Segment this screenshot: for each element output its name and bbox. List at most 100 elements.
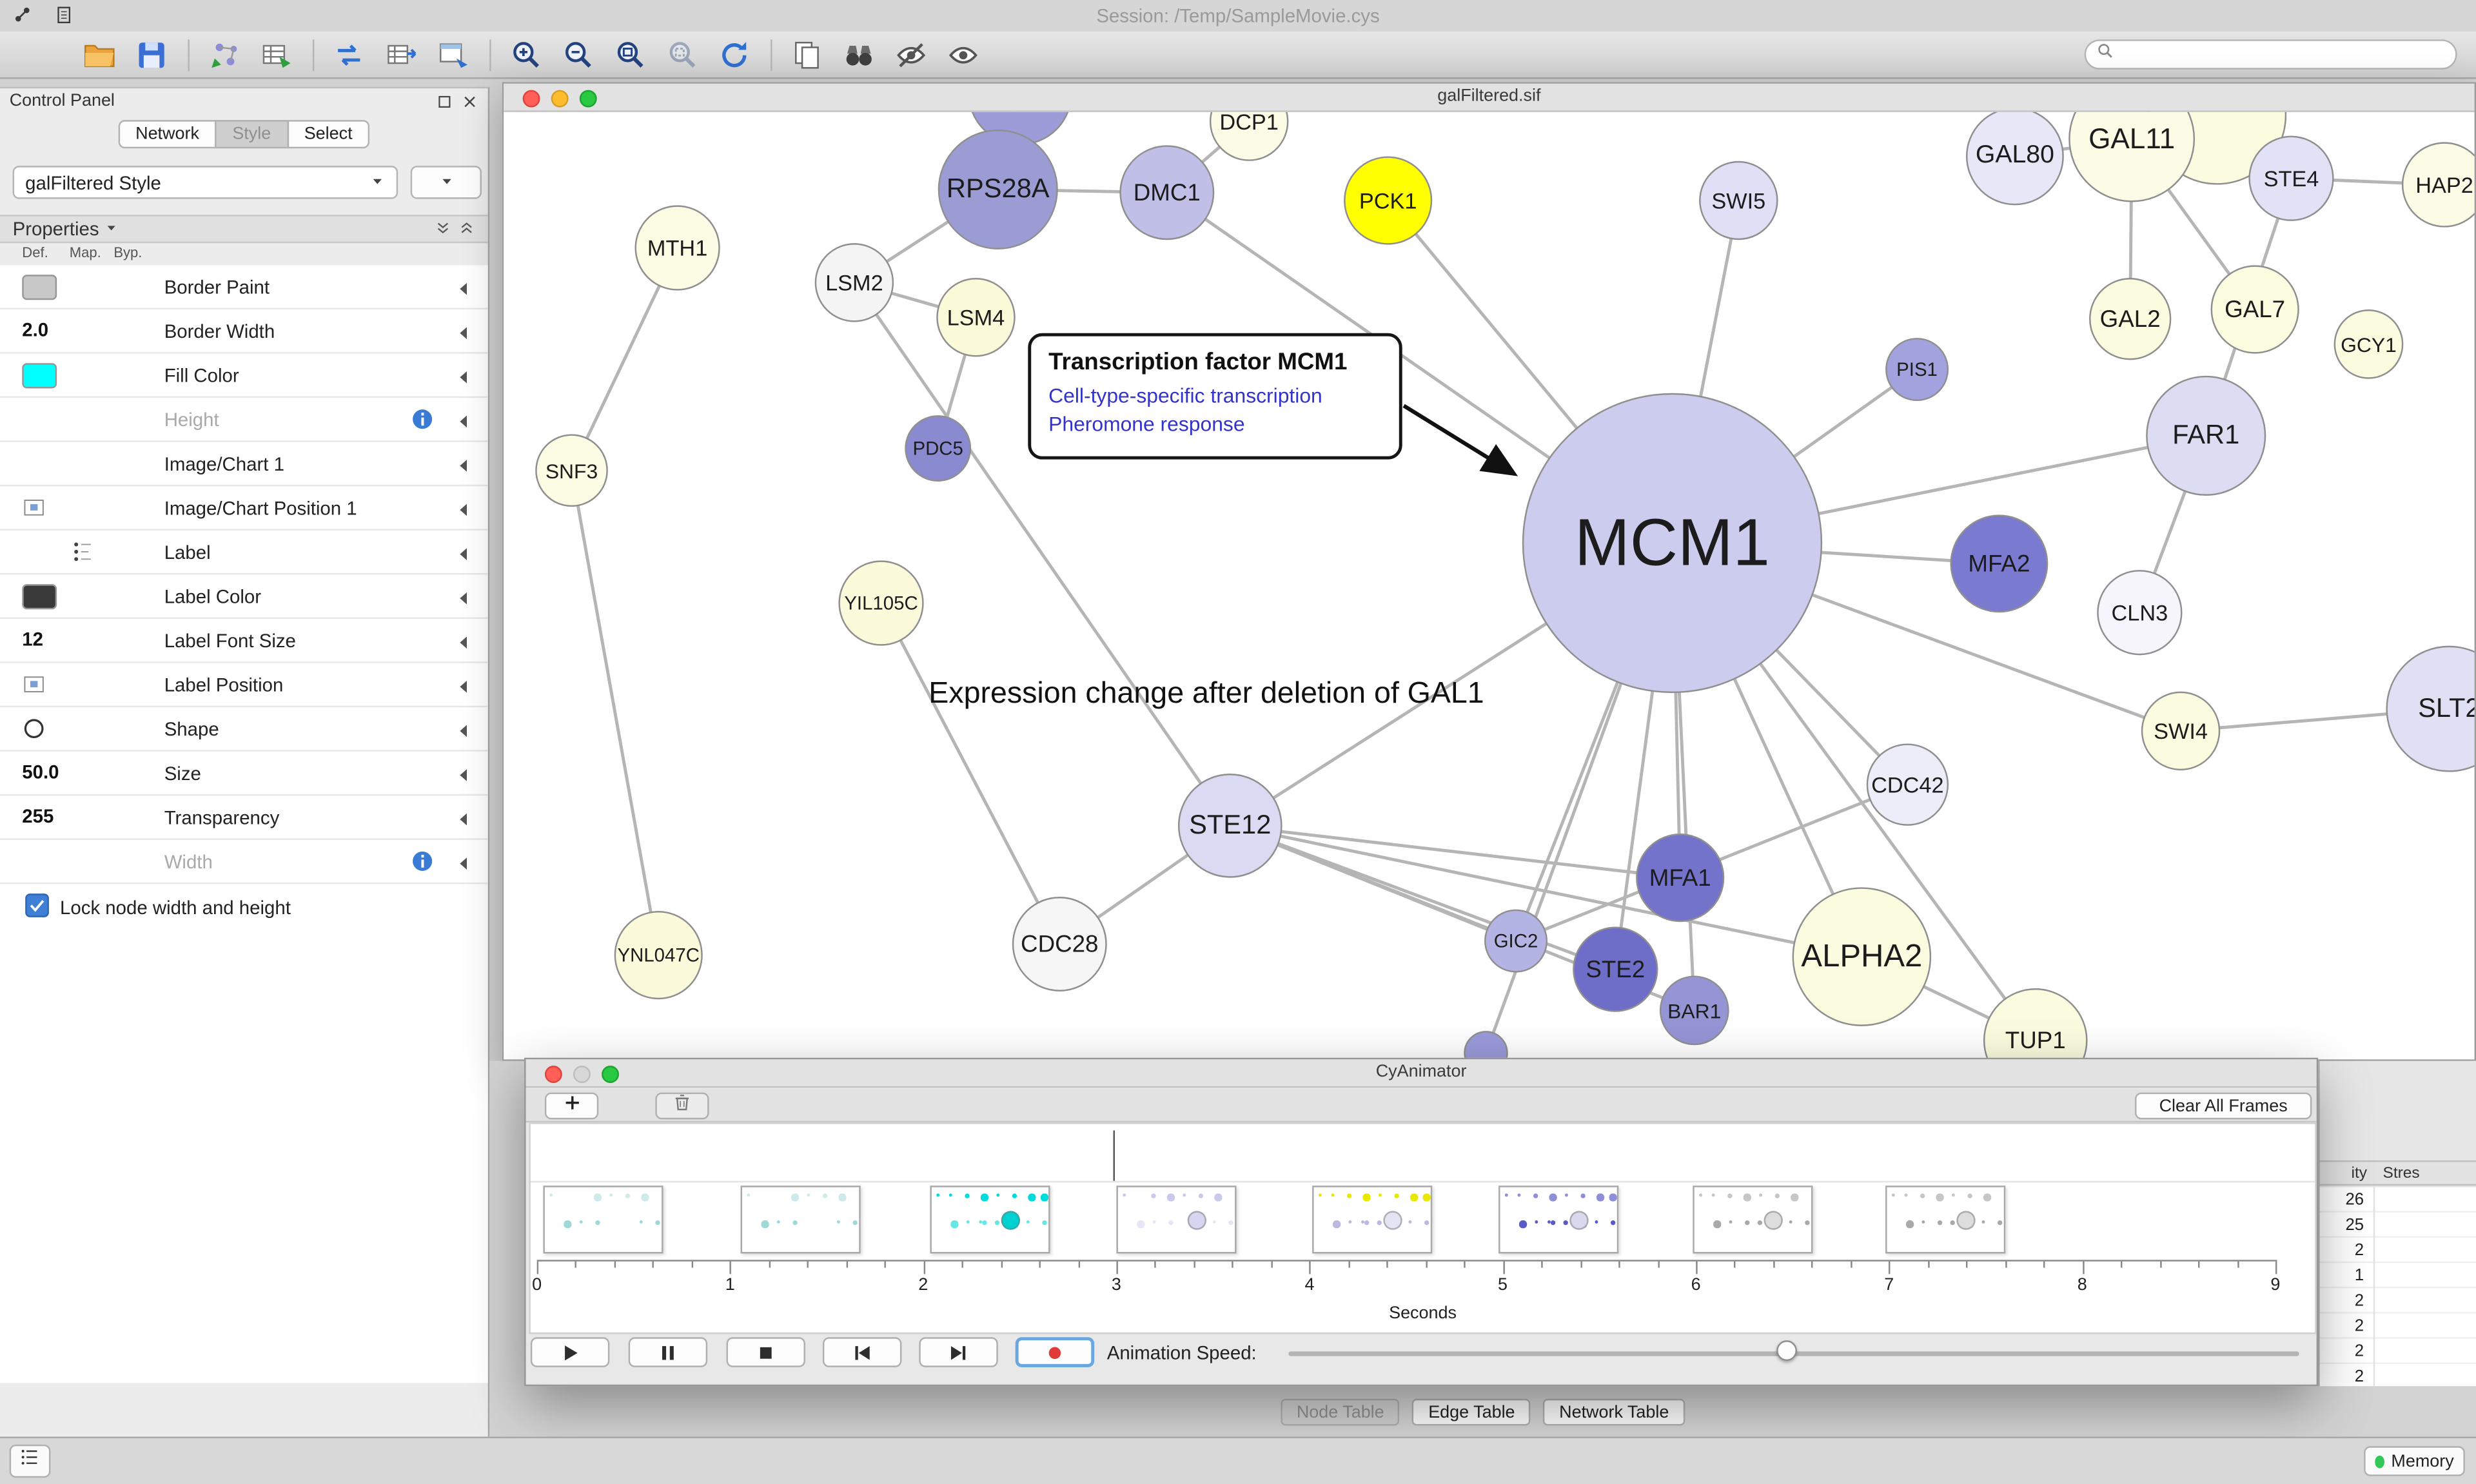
export-table-button[interactable] xyxy=(380,34,422,75)
property-row-image-chart-position-1[interactable]: Image/Chart Position 1 xyxy=(0,486,488,531)
node-rps28a[interactable]: RPS28A xyxy=(938,129,1058,249)
memory-button[interactable]: Memory xyxy=(2364,1446,2465,1476)
node-snf3[interactable]: SNF3 xyxy=(535,434,608,507)
zoom-window-button[interactable] xyxy=(579,90,597,108)
close-window-button[interactable] xyxy=(522,90,540,108)
node-cdc28[interactable]: CDC28 xyxy=(1012,897,1107,991)
property-row-fill-color[interactable]: Fill Color xyxy=(0,354,488,398)
hide-selected-button[interactable] xyxy=(890,34,932,75)
edge-ste12-mfa1[interactable] xyxy=(1230,824,1680,880)
lock-size-checkbox[interactable] xyxy=(25,893,49,917)
table-row[interactable]: 2 xyxy=(2319,1238,2476,1264)
swap-network-button[interactable] xyxy=(328,34,369,75)
add-frame-button[interactable] xyxy=(544,1092,599,1120)
frame-thumbnail-8[interactable] xyxy=(1885,1186,2006,1254)
edge-snf3-ynl047c[interactable] xyxy=(570,470,660,956)
property-row-label-position[interactable]: Label Position xyxy=(0,663,488,708)
zoom-in-button[interactable] xyxy=(506,34,547,75)
node-gic2[interactable]: GIC2 xyxy=(1484,909,1548,973)
position-icon[interactable] xyxy=(21,671,48,706)
property-row-width[interactable]: Width xyxy=(0,840,488,884)
search-box[interactable] xyxy=(2084,39,2457,70)
expand-row-icon[interactable] xyxy=(455,499,473,527)
info-icon[interactable] xyxy=(411,407,435,439)
tab-network-table[interactable]: Network Table xyxy=(1543,1398,1685,1426)
expand-row-icon[interactable] xyxy=(455,543,473,571)
node-mth1[interactable]: MTH1 xyxy=(634,205,720,291)
zoom-window-button[interactable] xyxy=(602,1066,620,1084)
default-value-swatch[interactable] xyxy=(22,363,57,389)
frame-thumbnail-4[interactable] xyxy=(1116,1186,1237,1254)
clear-all-frames-button[interactable]: Clear All Frames xyxy=(2135,1092,2312,1120)
expand-row-icon[interactable] xyxy=(455,764,473,792)
style-options-button[interactable] xyxy=(410,166,482,199)
node-gal80[interactable]: GAL80 xyxy=(1965,112,2064,206)
export-network-button[interactable] xyxy=(433,34,474,75)
table-row[interactable]: 26 xyxy=(2319,1187,2476,1213)
node-alpha2[interactable]: ALPHA2 xyxy=(1792,887,1932,1026)
table-row[interactable]: 2 xyxy=(2319,1314,2476,1339)
default-value[interactable]: 2.0 xyxy=(22,318,49,341)
node-far1[interactable]: FAR1 xyxy=(2146,375,2266,496)
edge-lsm2-ste12[interactable] xyxy=(852,281,1232,827)
expand-row-icon[interactable] xyxy=(455,852,473,881)
tab-style[interactable]: Style xyxy=(215,120,289,149)
expand-row-icon[interactable] xyxy=(455,676,473,704)
property-row-height[interactable]: Height xyxy=(0,398,488,442)
minimize-window-button[interactable] xyxy=(551,90,569,108)
table-row[interactable]: 2 xyxy=(2319,1339,2476,1364)
expand-row-icon[interactable] xyxy=(455,720,473,748)
delete-frame-button[interactable] xyxy=(655,1092,709,1120)
table-row[interactable]: 2 xyxy=(2319,1288,2476,1314)
collapse-all-icon[interactable] xyxy=(434,219,451,241)
frame-thumbnail-2[interactable] xyxy=(740,1186,861,1254)
edge-yil105c-cdc28[interactable] xyxy=(879,602,1061,945)
default-value[interactable]: 12 xyxy=(22,628,44,650)
mapping-icon[interactable] xyxy=(70,538,97,573)
search-input[interactable] xyxy=(2116,43,2446,66)
next-frame-button[interactable] xyxy=(919,1337,998,1367)
save-session-button[interactable] xyxy=(131,34,172,75)
zoom-fit-button[interactable] xyxy=(609,34,651,75)
position-icon[interactable] xyxy=(21,494,48,529)
node-ste4[interactable]: STE4 xyxy=(2248,135,2334,221)
minimize-window-button[interactable] xyxy=(573,1066,591,1084)
node-mcm1[interactable]: MCM1 xyxy=(1522,393,1823,694)
node-bar1[interactable]: BAR1 xyxy=(1659,975,1729,1046)
annotation-link[interactable]: Pheromone response xyxy=(1048,412,1245,436)
default-value-swatch[interactable] xyxy=(22,275,57,300)
expand-row-icon[interactable] xyxy=(455,632,473,660)
node-gal2[interactable]: GAL2 xyxy=(2089,278,2172,360)
node-gal7[interactable]: GAL7 xyxy=(2210,265,2299,354)
node-pdc5[interactable]: PDC5 xyxy=(905,415,972,482)
first-neighbors-button[interactable] xyxy=(838,34,879,75)
close-panel-icon[interactable] xyxy=(461,93,478,115)
tab-edge-table[interactable]: Edge Table xyxy=(1412,1398,1531,1426)
play-button[interactable] xyxy=(530,1337,610,1367)
expand-all-icon[interactable] xyxy=(458,219,475,241)
table-row[interactable]: 1 xyxy=(2319,1263,2476,1289)
close-window-button[interactable] xyxy=(544,1066,562,1084)
expand-row-icon[interactable] xyxy=(455,366,473,395)
style-selector[interactable]: galFiltered Style xyxy=(12,166,398,199)
annotation-link[interactable]: Cell-type-specific transcription xyxy=(1048,384,1322,407)
frame-thumbnail-6[interactable] xyxy=(1498,1186,1619,1254)
node-hap2[interactable]: HAP2 xyxy=(2401,142,2475,228)
animation-speed-thumb[interactable] xyxy=(1776,1340,1797,1362)
expand-row-icon[interactable] xyxy=(455,587,473,616)
import-network-button[interactable] xyxy=(204,34,245,75)
expand-row-icon[interactable] xyxy=(455,454,473,483)
open-session-button[interactable] xyxy=(79,34,120,75)
node-cln3[interactable]: CLN3 xyxy=(2097,570,2183,656)
expand-row-icon[interactable] xyxy=(455,411,473,439)
stop-button[interactable] xyxy=(726,1337,805,1367)
info-icon[interactable] xyxy=(411,850,435,881)
expand-row-icon[interactable] xyxy=(455,808,473,837)
node-ste12[interactable]: STE12 xyxy=(1177,774,1282,878)
table-row[interactable]: 25 xyxy=(2319,1213,2476,1238)
node-gcy1[interactable]: GCY1 xyxy=(2334,309,2404,379)
status-menu-button[interactable] xyxy=(9,1444,51,1478)
